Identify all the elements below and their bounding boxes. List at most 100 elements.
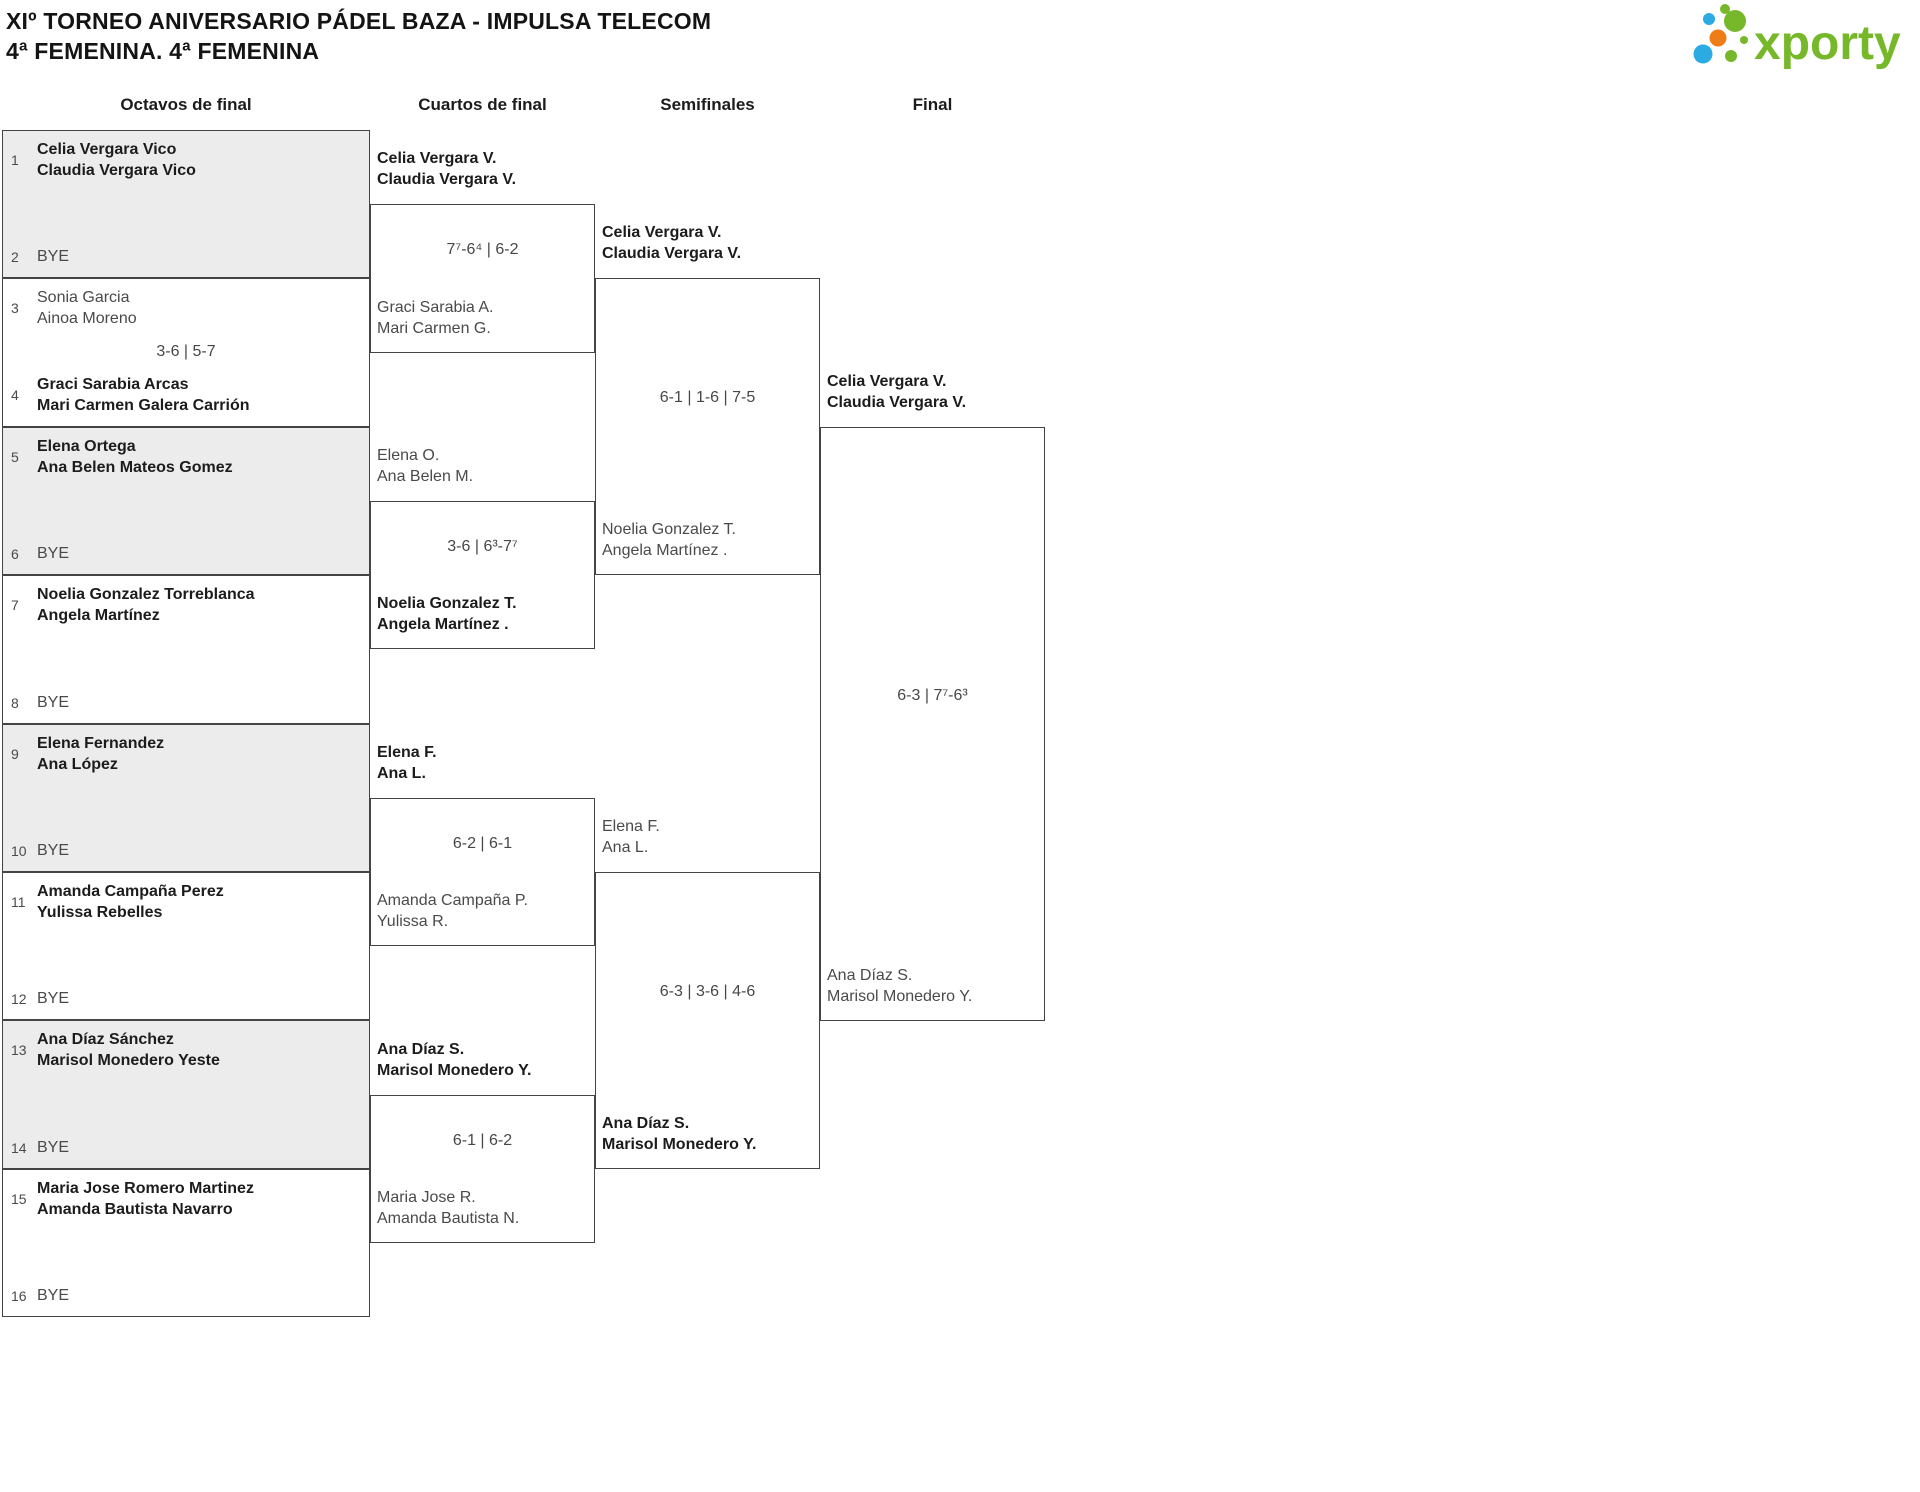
match-score: 3-6 | 6³-7⁷ [447,538,518,555]
seed-number: 3 [11,300,19,316]
team-names: BYE [37,1139,70,1156]
seed-number: 11 [11,894,26,910]
advancing-team-label: Ana Díaz S.Marisol Monedero Y. [602,1115,757,1153]
seed-number: 14 [11,1139,27,1156]
team-names: BYE [37,990,70,1007]
advancing-team-label: Noelia Gonzalez T.Angela Martínez . [377,595,517,633]
seed-number: 16 [11,1287,27,1304]
page-title: XIº TORNEO ANIVERSARIO PÁDEL BAZA - IMPU… [6,6,711,66]
team-names: BYE [37,545,70,562]
logo-dot [1725,50,1737,62]
team-names: BYE [37,842,70,859]
tournament-title: XIº TORNEO ANIVERSARIO PÁDEL BAZA - IMPU… [6,8,712,34]
match-slot: 10 BYE [11,840,361,861]
match-slot: 16 BYE [11,1285,361,1306]
seed-number: 8 [11,694,19,711]
match-score: 6-3 | 3-6 | 4-6 [659,983,756,1000]
seed-number: 5 [11,449,19,465]
logo-dot [1703,13,1715,25]
logo-dot [1740,36,1748,44]
match-slot: 2 BYE [11,246,361,267]
logo-dot [1709,29,1727,47]
advancing-team-label: Noelia Gonzalez T.Angela Martínez . [602,521,736,559]
advancing-team-label: Maria Jose R.Amanda Bautista N. [377,1189,520,1227]
seed-number: 7 [11,597,19,613]
match-slot: 6 BYE [11,543,361,564]
category-title: 4ª FEMENINA. 4ª FEMENINA [6,38,320,64]
seed-number: 4 [11,387,19,403]
advancing-team-label: Ana Díaz S.Marisol Monedero Y. [377,1041,532,1079]
quarterfinal-box-3: 6-2 | 6-1 [370,798,595,946]
semifinal-box-2: 6-3 | 3-6 | 4-6 [595,872,820,1169]
logo-dot [1693,44,1713,64]
round-header-octavos: Octavos de final [120,95,252,114]
round-header-cuartos: Cuartos de final [418,95,547,114]
finalist-team-label: Ana Díaz S.Marisol Monedero Y. [827,967,973,1005]
advancing-team-label: Amanda Campaña P.Yulissa R. [377,892,528,930]
match-score: 7⁷-6⁴ | 6-2 [446,241,519,258]
seed-number: 15 [11,1191,27,1207]
final-box: 6-3 | 7⁷-6³ [820,427,1045,1021]
logo-dot [1720,4,1730,14]
advancing-team-label: Graci Sarabia A.Mari Carmen G. [377,299,494,337]
advancing-team-label: Elena F.Ana L. [377,744,437,782]
match-slot: 14 BYE [11,1137,361,1158]
match-score: 3-6 | 5-7 [156,343,216,360]
match-slot: 12 BYE [11,988,361,1009]
seed-number: 1 [11,152,19,168]
team-names: BYE [37,1287,70,1304]
team-names: BYE [37,248,70,265]
seed-number: 13 [11,1042,27,1058]
quarterfinal-box-1: 7⁷-6⁴ | 6-2 [370,204,595,353]
semifinal-box-1: 6-1 | 1-6 | 7-5 [595,278,820,575]
match-score: 6-1 | 6-2 [452,1132,513,1149]
team-names: BYE [37,694,70,711]
seed-number: 2 [11,248,19,265]
advancing-team-label: Elena O.Ana Belen M. [377,447,474,485]
seed-number: 6 [11,545,19,562]
advancing-team-label: Elena F.Ana L. [602,818,660,856]
match-score: 6-2 | 6-1 [452,835,513,852]
match-slot: 8 BYE [11,692,361,713]
logo-text: xporty [1754,17,1901,70]
seed-number: 10 [11,842,27,859]
seed-number: 9 [11,746,19,762]
quarterfinal-box-4: 6-1 | 6-2 [370,1095,595,1243]
seed-number: 12 [11,990,27,1007]
round-header-semifinales: Semifinales [660,95,755,114]
advancing-team-label: Celia Vergara V.Claudia Vergara V. [602,224,742,262]
quarterfinal-box-2: 3-6 | 6³-7⁷ [370,501,595,649]
logo-dot [1724,10,1746,32]
round-header-final: Final [912,95,953,114]
match-score: 6-1 | 1-6 | 7-5 [659,389,756,406]
finalist-team-label: Celia Vergara V.Claudia Vergara V. [827,373,967,411]
advancing-team-label: Celia Vergara V.Claudia Vergara V. [377,150,517,188]
match-score: 6-3 | 7⁷-6³ [897,687,968,704]
